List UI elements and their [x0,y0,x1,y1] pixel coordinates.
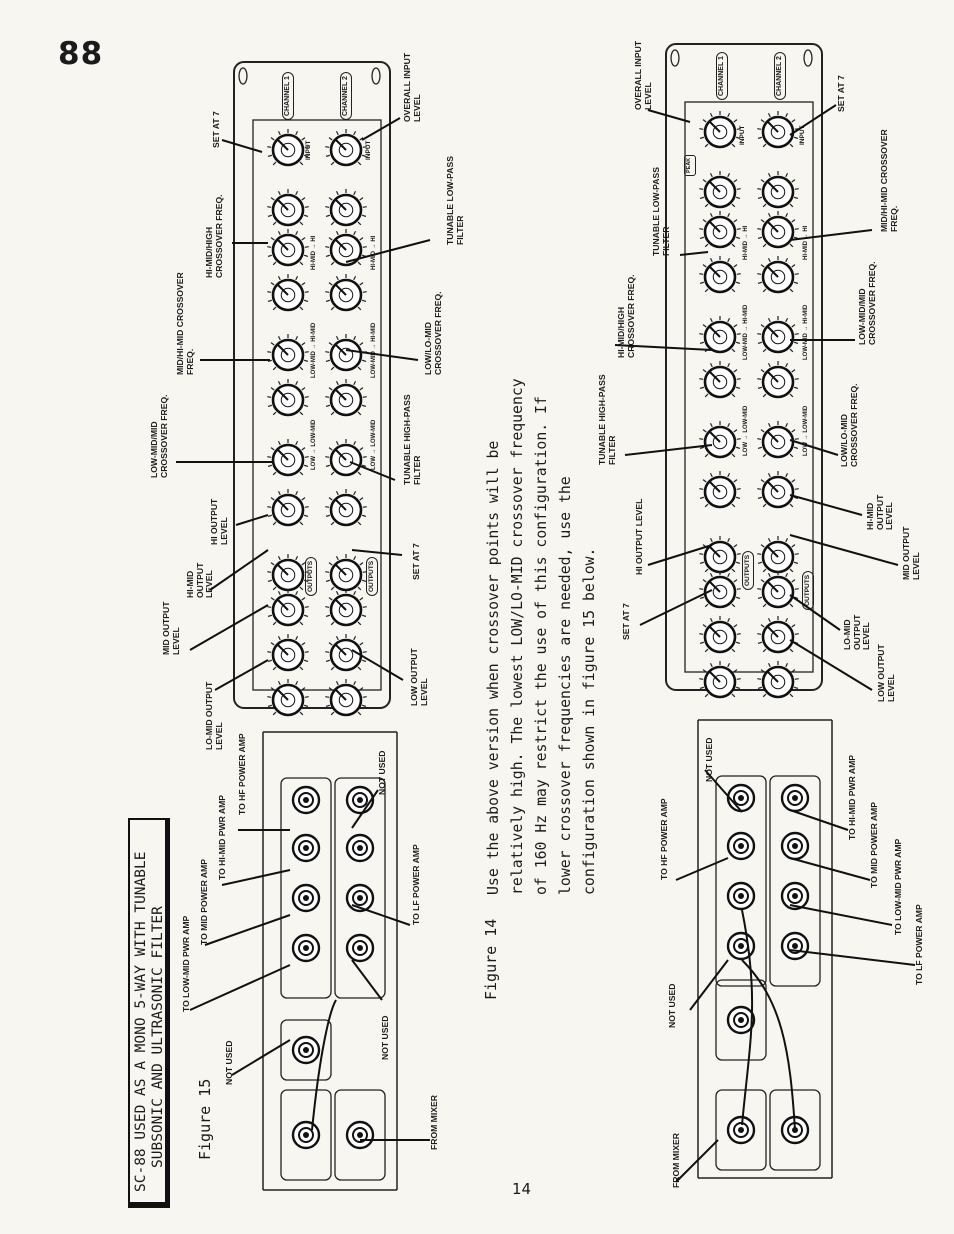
control-knob [699,421,741,459]
control-knob [325,229,367,267]
fig14-rear-panel [262,731,398,1191]
control-knob [267,379,309,417]
control-knob [325,334,367,372]
control-knob [267,439,309,477]
control-knob [325,379,367,417]
control-knob [325,489,367,527]
output-jack [291,933,321,963]
output-jack [291,785,321,815]
control-knob [325,589,367,627]
control-knob [325,679,367,717]
control-knob [325,189,367,227]
control-knob [699,111,741,149]
control-knob [757,661,799,699]
input-jack [726,1115,756,1145]
output-jack [345,833,375,863]
control-knob [699,661,741,699]
control-knob [699,256,741,294]
fig15-front-panel [665,43,823,699]
page-header-model: 88 [58,36,104,72]
output-jack [780,881,810,911]
output-jack [726,881,756,911]
control-knob [699,571,741,609]
mono-low-out-jack [726,1005,756,1035]
control-knob [267,554,309,592]
control-knob [325,129,367,167]
control-knob [699,616,741,654]
mono-low-out-jack [291,1035,321,1065]
output-jack [345,933,375,963]
control-knob [757,471,799,509]
output-jack [780,931,810,961]
control-knob [267,334,309,372]
output-jack [291,883,321,913]
control-knob [757,256,799,294]
output-jack [291,833,321,863]
input-jack [345,1120,375,1150]
control-knob [699,171,741,209]
page-number: 14 [512,1180,532,1198]
control-knob [757,171,799,209]
control-knob [267,489,309,527]
control-knob [757,316,799,354]
control-knob [267,274,309,312]
fig15-rear-panel [697,719,833,1179]
control-knob [267,189,309,227]
control-knob [699,316,741,354]
control-knob [699,361,741,399]
control-knob [325,274,367,312]
control-knob [757,571,799,609]
control-knob [267,634,309,672]
control-knob [267,129,309,167]
control-knob [699,536,741,574]
control-knob [757,616,799,654]
control-knob [267,229,309,267]
control-knob [325,439,367,477]
control-knob [267,589,309,627]
control-knob [699,211,741,249]
output-jack [726,831,756,861]
output-jack [780,783,810,813]
control-knob [699,471,741,509]
fig14-front-panel [233,61,391,717]
control-knob [757,421,799,459]
control-knob [757,361,799,399]
control-knob [267,679,309,717]
